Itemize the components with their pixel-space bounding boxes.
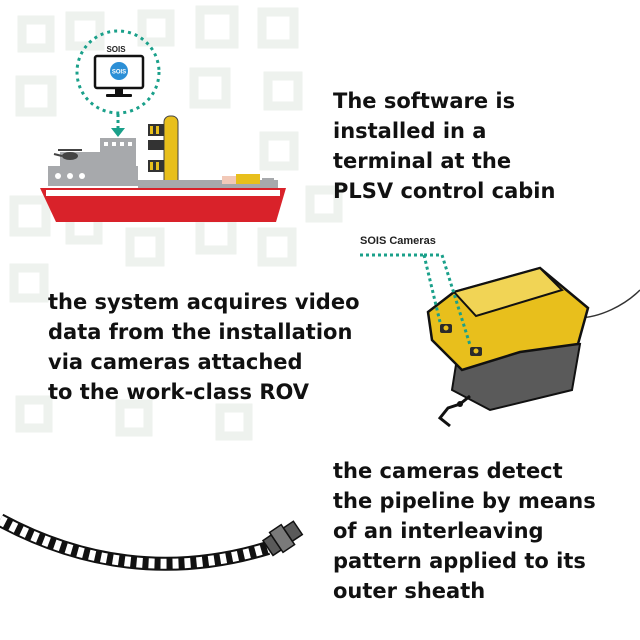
caption-line: terminal at the — [333, 149, 512, 173]
caption-line: via cameras attached — [48, 350, 303, 374]
caption-pipeline-detection: the cameras detect the pipeline by means… — [333, 456, 596, 606]
caption-line: The software is — [333, 89, 516, 113]
cameras-callout: SOIS Cameras — [360, 235, 472, 346]
terminal-screen-logo: SOIS — [112, 70, 126, 76]
caption-video-acquisition: the system acquires video data from the … — [48, 287, 360, 407]
caption-line: outer sheath — [333, 579, 486, 603]
caption-software-installation: The software is installed in a terminal … — [333, 86, 555, 206]
caption-line: PLSV control cabin — [333, 179, 556, 203]
caption-line: the cameras detect — [333, 459, 563, 483]
rov-icon — [426, 266, 640, 428]
plsv-vessel-icon — [40, 115, 286, 222]
caption-line: data from the installation — [48, 320, 353, 344]
caption-line: of an interleaving — [333, 519, 544, 543]
terminal-label: SOIS — [106, 45, 126, 54]
caption-line: pattern applied to its — [333, 549, 586, 573]
cameras-label: SOIS Cameras — [360, 235, 436, 247]
monitor-icon: SOIS SOIS — [75, 29, 161, 115]
caption-line: to the work-class ROV — [48, 380, 310, 404]
caption-line: installed in a — [333, 119, 487, 143]
background-pattern — [9, 5, 343, 441]
caption-line: the system acquires video — [48, 290, 360, 314]
terminal-to-ship-arrow — [111, 114, 125, 137]
caption-line: the pipeline by means — [333, 489, 596, 513]
pipeline-icon — [0, 513, 304, 571]
